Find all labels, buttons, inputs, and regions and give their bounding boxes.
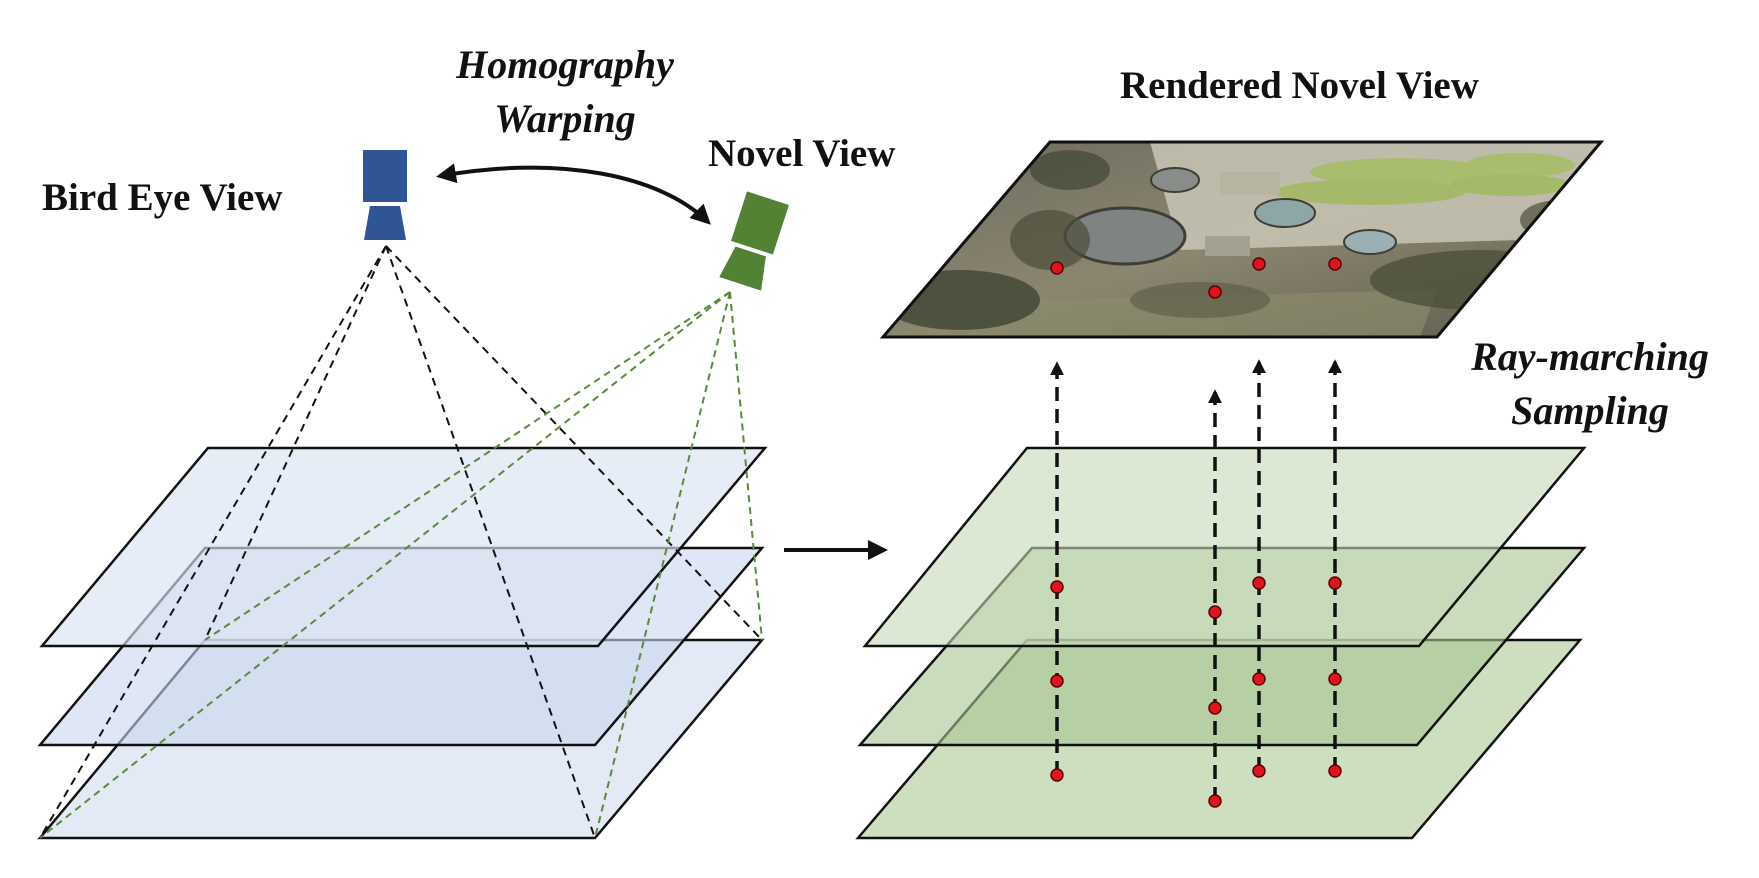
ray-marching-rays: [1050, 359, 1342, 801]
bird-eye-camera-icon: [363, 150, 407, 240]
rendered-point: [1050, 261, 1064, 275]
homography-label-line1: Homography: [456, 42, 674, 87]
ray-label-line2: Sampling: [1511, 388, 1669, 433]
sample-point: [1328, 672, 1342, 686]
blue-plane-stack: [37, 446, 768, 840]
rendered-aerial-image: [879, 140, 1605, 339]
rendered-point: [1208, 285, 1222, 299]
rendered-point: [1328, 257, 1342, 271]
bird-eye-frustum: [39, 245, 763, 839]
sample-points: [1050, 576, 1342, 808]
novel-view-frustum: [39, 291, 763, 839]
ray-marching-sampling-label: Ray-marching Sampling: [1440, 330, 1740, 438]
sample-point: [1208, 701, 1222, 715]
sample-point: [1050, 674, 1064, 688]
sample-point: [1050, 768, 1064, 782]
homography-label-line2: Warping: [494, 96, 636, 141]
sample-point: [1208, 794, 1222, 808]
sample-point: [1328, 764, 1342, 778]
blue-plane-top: [39, 446, 768, 648]
green-plane-stack: [855, 446, 1587, 840]
novel-view-label: Novel View: [708, 132, 896, 175]
rendered-novel-view-label: Rendered Novel View: [1120, 64, 1479, 107]
homography-warping-label: Homography Warping: [430, 38, 700, 146]
sample-point: [1252, 672, 1266, 686]
ray-label-line1: Ray-marching: [1471, 334, 1709, 379]
rendered-point: [1252, 257, 1266, 271]
sample-point: [1050, 580, 1064, 594]
green-plane-top: [862, 446, 1587, 648]
rendered-points: [1050, 257, 1342, 299]
sample-point: [1252, 576, 1266, 590]
sample-point: [1208, 605, 1222, 619]
bird-eye-view-label: Bird Eye View: [42, 176, 283, 219]
warping-arrow-icon: [436, 163, 711, 225]
sample-point: [1252, 764, 1266, 778]
sample-point: [1328, 576, 1342, 590]
novel-view-camera-icon: [719, 191, 789, 291]
